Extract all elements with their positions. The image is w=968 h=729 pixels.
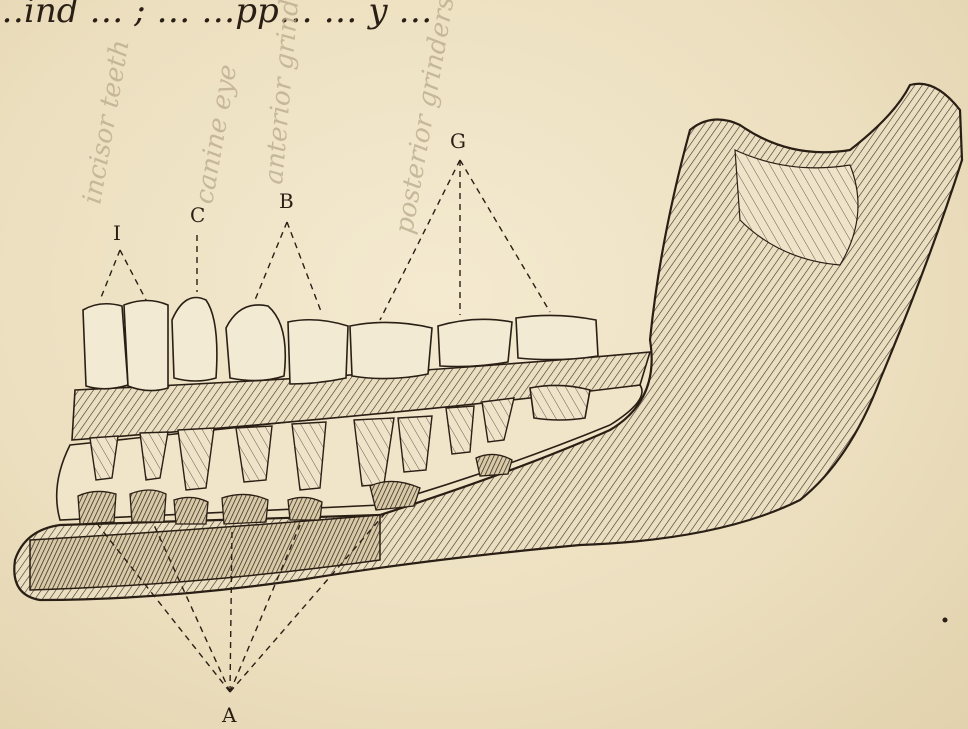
label-roots: A: [221, 703, 237, 727]
label-bicuspids: B: [279, 189, 295, 213]
tooth-bicuspid-2: [288, 320, 348, 384]
tooth-bicuspid-1: [226, 305, 285, 381]
cropped-top-text: …ind … ; … …pp… … y …: [0, 0, 432, 31]
annotation-canine: canine eye: [189, 62, 243, 206]
tooth-molar-3-root: [530, 385, 590, 420]
tooth-incisor-2: [124, 301, 168, 391]
tooth-molar-2: [438, 319, 512, 366]
label-canine: C: [190, 203, 206, 227]
annotation-incisor: incisor teeth: [77, 37, 135, 206]
annotation-posterior: posterior grinders: [389, 0, 460, 236]
tooth-incisor-1: [83, 304, 128, 389]
ink-speck: [943, 618, 948, 623]
tooth-canine: [172, 298, 217, 382]
label-molars: G: [450, 129, 467, 153]
label-incisors: I: [113, 221, 122, 245]
tooth-molar-1: [350, 322, 432, 378]
pencil-annotations: incisor teeth canine eye anterior grinde…: [77, 0, 460, 236]
tooth-molar-3: [516, 315, 598, 359]
